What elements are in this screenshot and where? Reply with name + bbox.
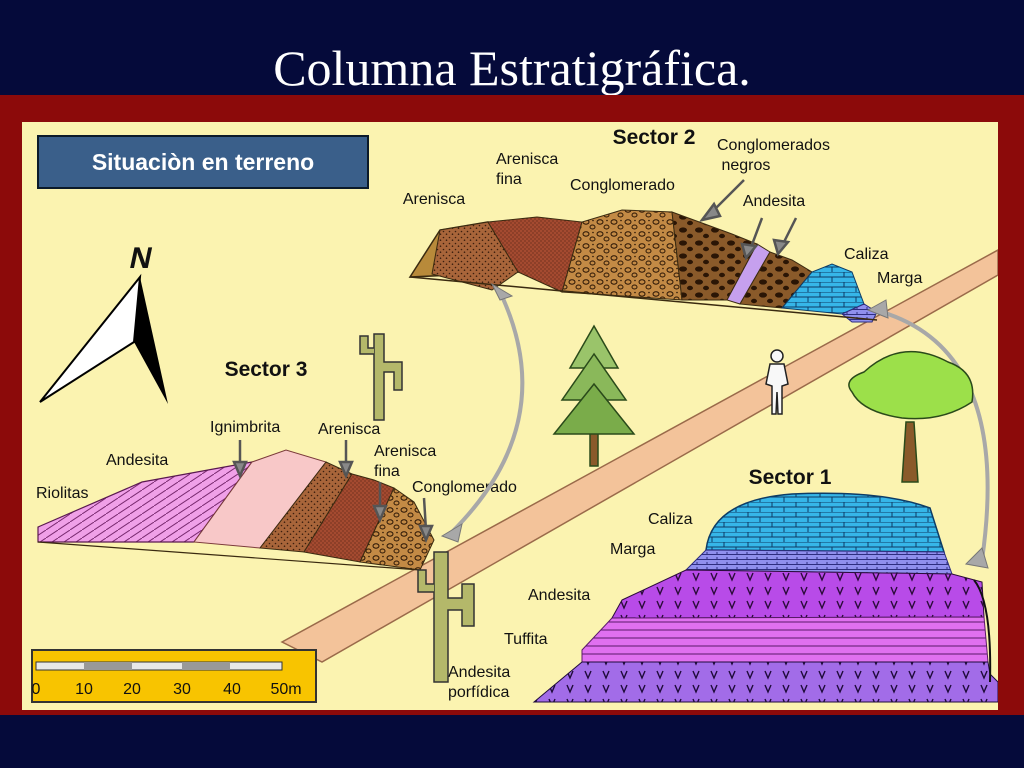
s3-label-ignimbrita: Ignimbrita <box>210 419 280 436</box>
s3-label-riolitas: Riolitas <box>36 485 88 502</box>
sector3-title: Sector 3 <box>225 358 308 381</box>
s3-label-arenisca: Arenisca <box>318 421 380 438</box>
scale-tick-20: 20 <box>123 681 141 698</box>
cactus-icon-2 <box>417 551 475 683</box>
s2-label-caliza: Caliza <box>844 246 889 263</box>
pine-tree-icon <box>552 324 636 467</box>
title-bar <box>0 0 1024 95</box>
correlation-arrowheads <box>440 282 989 569</box>
terrain-diagram: Situaciòn en terreno N Sector 2 Arenisca… <box>22 122 998 710</box>
sector2-outcrop <box>408 209 878 323</box>
s2-label-conglomerado: Conglomerado <box>570 177 675 194</box>
s1-label-caliza: Caliza <box>648 511 693 528</box>
scale-tick-50m: 50m <box>270 681 301 698</box>
info-box <box>37 135 369 189</box>
s3-label-conglomerado: Conglomerado <box>412 479 517 496</box>
s2-label-andesita: Andesita <box>743 193 805 210</box>
scale-tick-30: 30 <box>173 681 191 698</box>
scale-tick-10: 10 <box>75 681 93 698</box>
s2-label-conglomerados-negros: Conglomerados negros <box>717 137 830 174</box>
s3-pointer-arrows <box>232 440 434 544</box>
s1-label-marga: Marga <box>610 541 655 558</box>
s1-label-andesita-porfidica-2: porfídica <box>448 684 509 701</box>
scale-bar: 0 10 20 30 40 50m <box>31 649 317 703</box>
s2-pointer-arrows <box>698 179 798 261</box>
page-title: Columna Estratigráfica. <box>273 40 751 96</box>
sector2-title: Sector 2 <box>613 126 696 149</box>
s1-label-tuffita: Tuffita <box>504 631 548 648</box>
s2-label-arenisca: Arenisca <box>403 191 465 208</box>
scale-tick-0: 0 <box>32 681 41 698</box>
s2-label-marga: Marga <box>877 270 922 287</box>
scale-tick-40: 40 <box>223 681 241 698</box>
bottom-bar <box>0 715 1024 768</box>
person-icon <box>765 349 789 415</box>
sector1-outcrop <box>532 492 998 703</box>
info-box-label: Situaciòn en terreno <box>92 149 314 175</box>
s1-label-andesita: Andesita <box>528 587 590 604</box>
sector1-title: Sector 1 <box>749 466 832 489</box>
s1-label-andesita-porfidica: Andesita <box>448 664 510 681</box>
s3-label-andesita: Andesita <box>106 452 168 469</box>
leafy-tree-icon <box>848 350 974 483</box>
sector3-outcrop <box>37 449 435 571</box>
cactus-icon <box>359 333 403 421</box>
